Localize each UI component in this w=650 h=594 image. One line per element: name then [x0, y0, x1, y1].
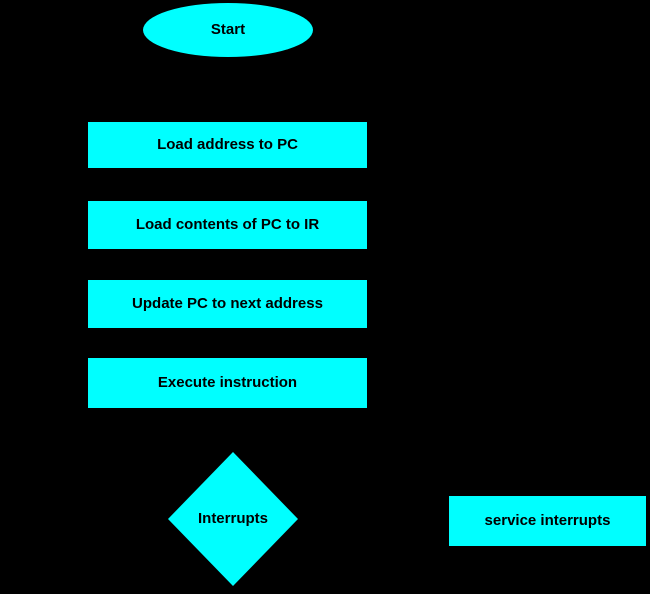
node-service-interrupts: service interrupts	[449, 496, 646, 546]
node-interrupts-decision-label: Interrupts	[197, 509, 268, 527]
node-update-pc-to-next-address: Update PC to next address	[88, 280, 367, 328]
node-service-interrupts-label: service interrupts	[484, 511, 611, 529]
node-start-label: Start	[210, 20, 246, 38]
node-interrupts-decision: Interrupts	[168, 452, 298, 586]
node-execute-instruction: Execute instruction	[88, 358, 367, 408]
node-load-address-to-pc: Load address to PC	[88, 122, 367, 168]
node-start: Start	[143, 3, 313, 57]
node-load-contents-of-pc-to-ir-label: Load contents of PC to IR	[135, 215, 320, 233]
node-load-contents-of-pc-to-ir: Load contents of PC to IR	[88, 201, 367, 249]
node-update-pc-to-next-address-label: Update PC to next address	[132, 294, 323, 312]
node-execute-instruction-label: Execute instruction	[157, 373, 298, 391]
node-load-address-to-pc-label: Load address to PC	[157, 135, 298, 153]
